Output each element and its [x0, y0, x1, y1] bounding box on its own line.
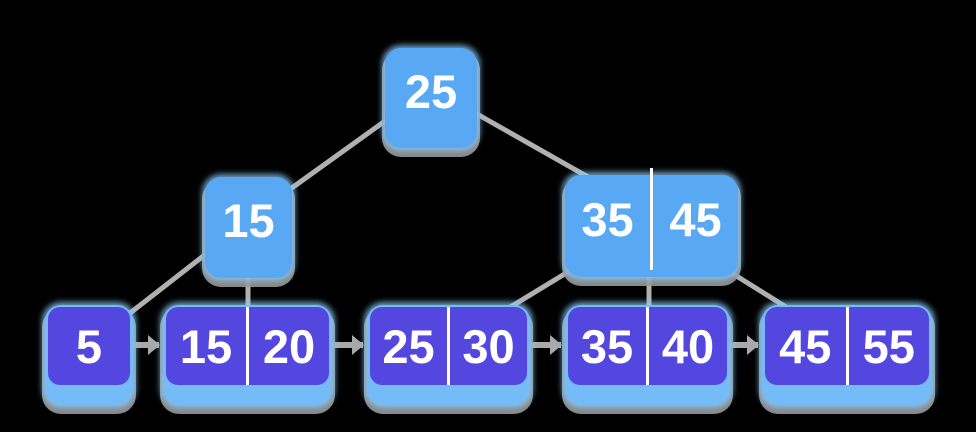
tree-node-internal-35-45: 35 45	[565, 168, 738, 277]
node-key: 15	[179, 319, 233, 373]
node-key: 35	[581, 192, 634, 246]
node-key: 20	[246, 307, 329, 385]
node-key: 30	[447, 307, 527, 385]
node-key: 35	[580, 319, 634, 373]
node-key: 15	[222, 194, 275, 247]
node-key: 55	[845, 307, 930, 385]
node-key: 45	[779, 319, 832, 373]
node-key: 25	[404, 64, 458, 118]
node-key: 25	[382, 319, 435, 373]
node-key: 40	[646, 307, 727, 385]
tree-node-root-25: 25	[385, 48, 477, 148]
tree-node-leaf-5: 5	[45, 305, 133, 405]
tree-node-internal-15: 15	[205, 177, 292, 278]
leaf-node-body: 5	[48, 307, 130, 385]
node-key: 5	[75, 319, 103, 373]
node-key: 45	[650, 168, 738, 270]
